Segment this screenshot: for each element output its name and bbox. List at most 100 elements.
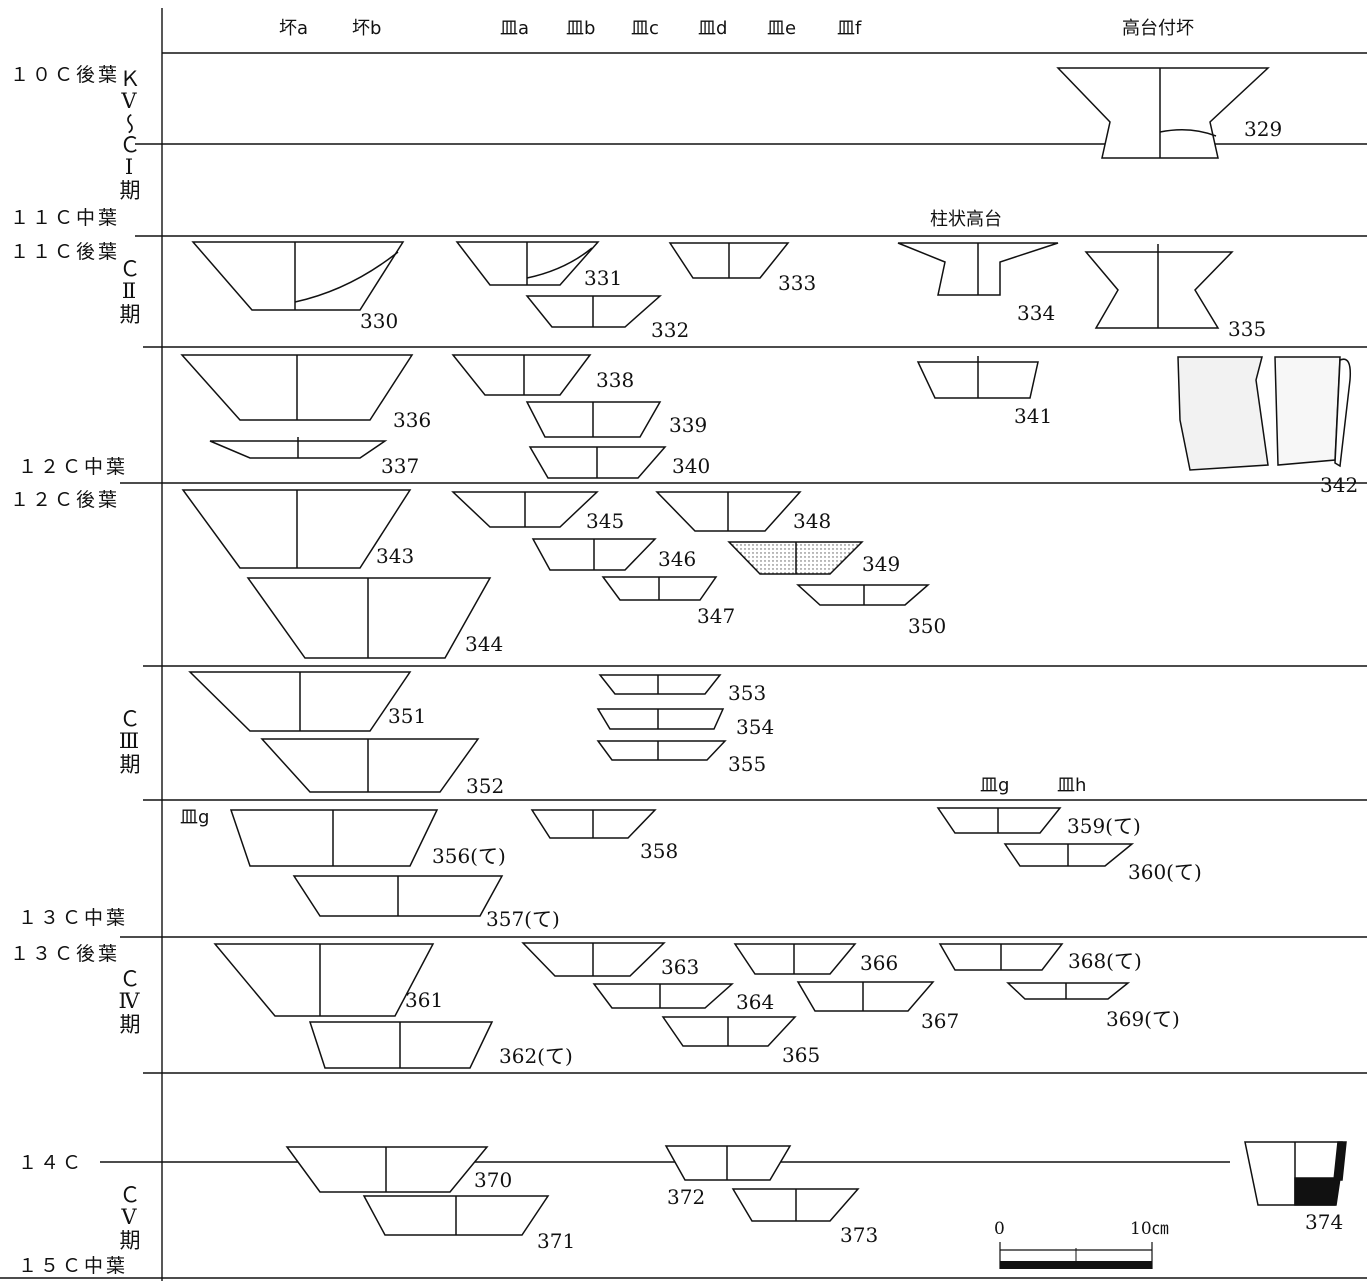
header-sara-c: 皿c: [631, 18, 659, 39]
label-330: 330: [360, 309, 399, 333]
scale-label-zero: 0: [994, 1219, 1005, 1239]
date-12c-mid: １２Ｃ中葉: [18, 456, 129, 478]
label-345: 345: [586, 509, 625, 533]
label-341: 341: [1014, 404, 1053, 428]
label-334: 334: [1017, 301, 1056, 325]
scale-bar: [999, 1242, 1153, 1269]
label-352: 352: [466, 774, 505, 798]
period-ciii: ＣⅢ期: [117, 708, 141, 774]
label-373: 373: [840, 1223, 879, 1247]
header-sara-e: 皿e: [767, 18, 797, 39]
label-337: 337: [381, 454, 420, 478]
vessel-369: [1006, 982, 1131, 1000]
vessel-355: [596, 740, 727, 761]
vessel-372: [664, 1145, 792, 1181]
label-361: 361: [405, 988, 444, 1012]
vessel-373: [731, 1188, 860, 1222]
date-11c-mid: １１Ｃ中葉: [10, 207, 121, 229]
label-340: 340: [672, 454, 711, 478]
vessel-344: [246, 577, 492, 659]
vessel-341: [916, 356, 1039, 399]
vessel-338: [451, 354, 592, 396]
vessel-350: [796, 584, 931, 606]
vessel-359: [936, 807, 1062, 834]
vessel-334: [897, 242, 1059, 296]
label-348: 348: [793, 509, 832, 533]
label-358: 358: [640, 839, 679, 863]
vessel-337: [209, 437, 388, 459]
label-370: 370: [474, 1168, 513, 1192]
label-347: 347: [697, 604, 736, 628]
vessel-333: [668, 242, 790, 279]
vessel-364: [592, 983, 734, 1009]
label-353: 353: [728, 681, 767, 705]
vessel-367: [796, 981, 935, 1012]
vessel-349: [727, 541, 864, 575]
label-336: 336: [393, 408, 432, 432]
vessel-345: [451, 491, 599, 528]
label-333: 333: [778, 271, 817, 295]
vessel-370: [285, 1146, 489, 1193]
label-350: 350: [908, 614, 947, 638]
label-344: 344: [465, 632, 504, 656]
label-335: 335: [1228, 317, 1267, 341]
label-367: 367: [921, 1009, 960, 1033]
date-14c: １４Ｃ: [18, 1152, 85, 1174]
label-339: 339: [669, 413, 708, 437]
vessel-348: [655, 491, 802, 532]
header-sara-d: 皿d: [698, 18, 728, 39]
header-tuki-a: 坏a: [279, 18, 309, 39]
label-374: 374: [1305, 1210, 1344, 1234]
label-342: 342: [1320, 473, 1359, 497]
vessel-346: [531, 538, 657, 571]
vessel-329: [1056, 67, 1270, 159]
header-sara-b: 皿b: [566, 18, 596, 39]
date-15c-mid: １５Ｃ中葉: [18, 1255, 129, 1277]
vessel-371: [362, 1195, 550, 1236]
period-kv-ci: ＫⅤ〜ＣⅠ期: [117, 68, 141, 200]
header-kodai-tsuki: 高台付坏: [1122, 18, 1194, 39]
vessel-374: [1244, 1141, 1347, 1206]
vessel-358: [530, 809, 657, 839]
label-363: 363: [661, 955, 700, 979]
date-13c-late: １３Ｃ後葉: [10, 943, 121, 965]
vessel-354: [596, 708, 725, 730]
header-tuki-b: 坏b: [352, 18, 382, 39]
label-357: 357(て): [486, 907, 560, 931]
header-sara-a: 皿a: [500, 18, 530, 39]
label-349: 349: [862, 552, 901, 576]
label-369: 369(て): [1106, 1007, 1180, 1031]
period-cii: ＣⅡ期: [117, 258, 141, 324]
vessel-331: [455, 241, 600, 286]
label-331: 331: [584, 266, 623, 290]
label-346: 346: [658, 547, 697, 571]
label-351: 351: [388, 704, 427, 728]
label-356: 356(て): [432, 844, 506, 868]
label-366: 366: [860, 951, 899, 975]
subheader-sara-h: 皿h: [1057, 775, 1087, 796]
vessel-332: [525, 295, 662, 328]
vessel-343: [181, 489, 412, 569]
label-332: 332: [651, 318, 690, 342]
date-11c-late: １１Ｃ後葉: [10, 241, 121, 263]
vessel-357: [292, 875, 504, 917]
label-368: 368(て): [1068, 949, 1142, 973]
period-cv: ＣⅤ期: [117, 1184, 141, 1250]
label-359: 359(て): [1067, 814, 1141, 838]
date-12c-late: １２Ｃ後葉: [10, 489, 121, 511]
vessel-336: [180, 354, 414, 421]
vessel-353: [598, 674, 722, 695]
label-364: 364: [736, 990, 775, 1014]
period-civ: ＣⅣ期: [117, 968, 141, 1034]
vessel-352: [260, 738, 480, 793]
label-372: 372: [667, 1185, 706, 1209]
subheader-sara-g-left: 皿g: [180, 807, 210, 828]
vessel-361: [213, 943, 435, 1017]
date-13c-mid: １３Ｃ中葉: [18, 907, 129, 929]
subheader-sara-g: 皿g: [980, 775, 1010, 796]
label-355: 355: [728, 752, 767, 776]
vessel-366: [733, 943, 857, 975]
label-371: 371: [537, 1229, 576, 1253]
